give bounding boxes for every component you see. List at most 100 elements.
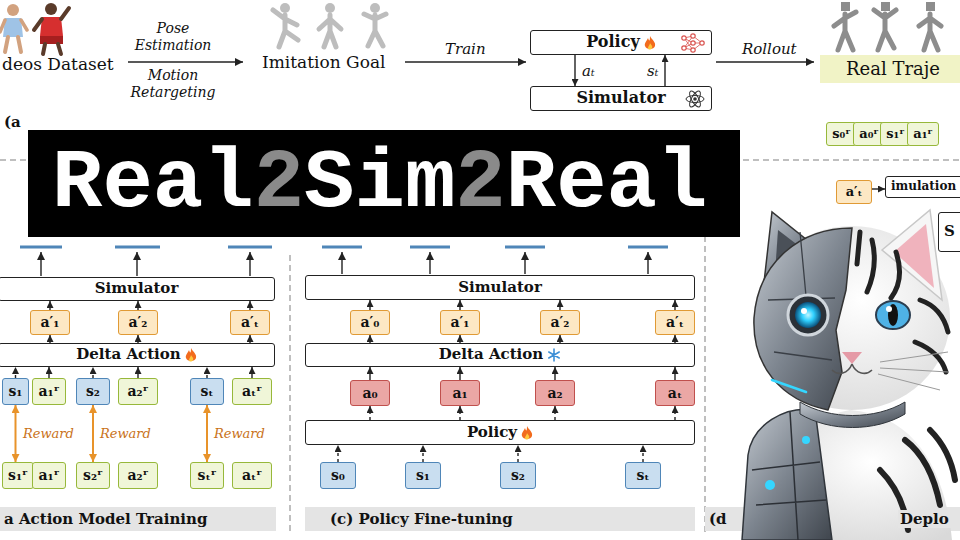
state-box: sₜ bbox=[625, 462, 661, 489]
box-text: s₀ bbox=[331, 467, 345, 483]
box-text: s₁ bbox=[416, 467, 430, 483]
action-box: a′ₜ bbox=[230, 310, 270, 335]
box-text: s₀ʳ bbox=[832, 127, 850, 142]
action-box: a′₁ bbox=[440, 310, 480, 335]
flow-arrow bbox=[716, 61, 814, 63]
reward-arrow bbox=[92, 405, 94, 462]
flow-connector bbox=[674, 406, 675, 420]
box-text: a₁ bbox=[452, 385, 467, 401]
flow-connector bbox=[517, 445, 518, 462]
diagram-label: Pose Estimation bbox=[123, 20, 223, 54]
robot-figures bbox=[834, 2, 941, 50]
policy-action-box: aₜ bbox=[655, 380, 695, 406]
output-arrows bbox=[41, 252, 648, 276]
flow-connector bbox=[559, 335, 560, 343]
flow-arrow bbox=[128, 61, 243, 63]
flow-connector bbox=[872, 188, 885, 189]
flame-icon bbox=[185, 348, 197, 362]
flow-connector bbox=[554, 406, 555, 420]
atom-icon bbox=[685, 89, 705, 109]
output-bars bbox=[20, 246, 668, 249]
diagram-label: Imitation Goal bbox=[262, 52, 385, 72]
box-text: Simulator bbox=[576, 89, 665, 107]
edge-label: Reward bbox=[212, 426, 267, 442]
flow-connector bbox=[137, 367, 138, 378]
box-text: a₀ʳ bbox=[859, 127, 879, 142]
flame-icon bbox=[521, 426, 533, 440]
box-text: aₜ bbox=[668, 385, 682, 401]
flow-connector bbox=[422, 445, 423, 462]
real-data-box: a₁ʳ bbox=[907, 122, 939, 146]
box-text: Simulator bbox=[458, 279, 542, 296]
box-text: Simulator bbox=[95, 280, 179, 297]
flow-connector bbox=[459, 300, 460, 310]
process-box: Delta Action bbox=[305, 343, 695, 367]
flow-connector bbox=[249, 301, 250, 310]
diagram-label: Deplo bbox=[898, 510, 951, 528]
box-text: imulation bbox=[891, 180, 956, 194]
process-box: Simulator bbox=[305, 275, 695, 300]
box-text: sₜ bbox=[636, 467, 649, 483]
box-text: a₀ bbox=[362, 385, 377, 401]
flow-connector bbox=[137, 335, 138, 343]
state-box: s₁ bbox=[2, 378, 29, 405]
real-data-box: a₂ʳ bbox=[118, 378, 158, 405]
flow-connector bbox=[206, 367, 207, 378]
box-text: sₜʳ bbox=[198, 467, 217, 483]
process-box: S bbox=[938, 212, 960, 252]
flow-connector bbox=[674, 367, 675, 380]
state-box: sₜ bbox=[190, 378, 224, 405]
edge-label: sₜ bbox=[645, 62, 660, 80]
process-box: Delta Action bbox=[0, 343, 275, 367]
box-text: sₜ bbox=[200, 383, 213, 399]
state-box: s₁ bbox=[405, 462, 441, 489]
real-data-box: aₜʳ bbox=[232, 462, 272, 489]
diagram-label: Train bbox=[445, 40, 486, 58]
box-text: a′₂ bbox=[129, 314, 148, 330]
action-box: a′₂ bbox=[118, 310, 158, 335]
box-text: a₁ʳ bbox=[913, 127, 933, 142]
policy-action-box: a₁ bbox=[440, 380, 480, 406]
flame-icon bbox=[644, 36, 656, 50]
box-text: a′ₜ bbox=[666, 314, 684, 330]
flow-connector bbox=[674, 335, 675, 343]
flow-connector bbox=[15, 367, 16, 378]
snow-icon bbox=[547, 348, 561, 362]
flow-connector bbox=[369, 406, 370, 420]
net-icon bbox=[681, 33, 705, 53]
flow-connector bbox=[459, 406, 460, 420]
action-box: a′₀ bbox=[350, 310, 390, 335]
state-box: s₂ bbox=[76, 378, 110, 405]
edge-label: aₜ bbox=[580, 62, 597, 80]
diagram-label: (a bbox=[4, 113, 21, 131]
flow-connector bbox=[49, 335, 50, 343]
flow-connector bbox=[369, 367, 370, 380]
flow-connector bbox=[92, 367, 93, 378]
reward-arrow bbox=[206, 405, 208, 462]
diagram-label: (d bbox=[709, 510, 727, 528]
state-box: s₀ bbox=[320, 462, 356, 489]
box-text: a′ₜ bbox=[241, 314, 259, 330]
title-part: 2 bbox=[455, 136, 505, 231]
flow-connector bbox=[554, 367, 555, 380]
real-data-box: sₜʳ bbox=[190, 462, 224, 489]
box-text: a₁ʳ bbox=[39, 467, 60, 483]
box-text: a′ₜ bbox=[846, 185, 863, 200]
flow-arrow bbox=[405, 61, 526, 63]
box-text: s₁ʳ bbox=[886, 127, 904, 142]
diagram-label: (c) Policy Fine-tuning bbox=[330, 510, 513, 528]
flow-connector bbox=[251, 367, 252, 378]
panel-divider bbox=[289, 255, 291, 532]
flow-connector bbox=[664, 55, 665, 86]
title-part: Sim bbox=[304, 136, 455, 231]
box-text: Policy bbox=[586, 33, 639, 51]
action-box: a′₂ bbox=[540, 310, 580, 335]
title-text: Real2Sim2Real bbox=[52, 130, 740, 237]
flow-connector bbox=[674, 300, 675, 310]
real-data-box: a₂ʳ bbox=[118, 462, 158, 489]
flow-connector bbox=[137, 301, 138, 310]
edge-label: Reward bbox=[21, 426, 76, 442]
box-text: a′₀ bbox=[361, 314, 380, 330]
